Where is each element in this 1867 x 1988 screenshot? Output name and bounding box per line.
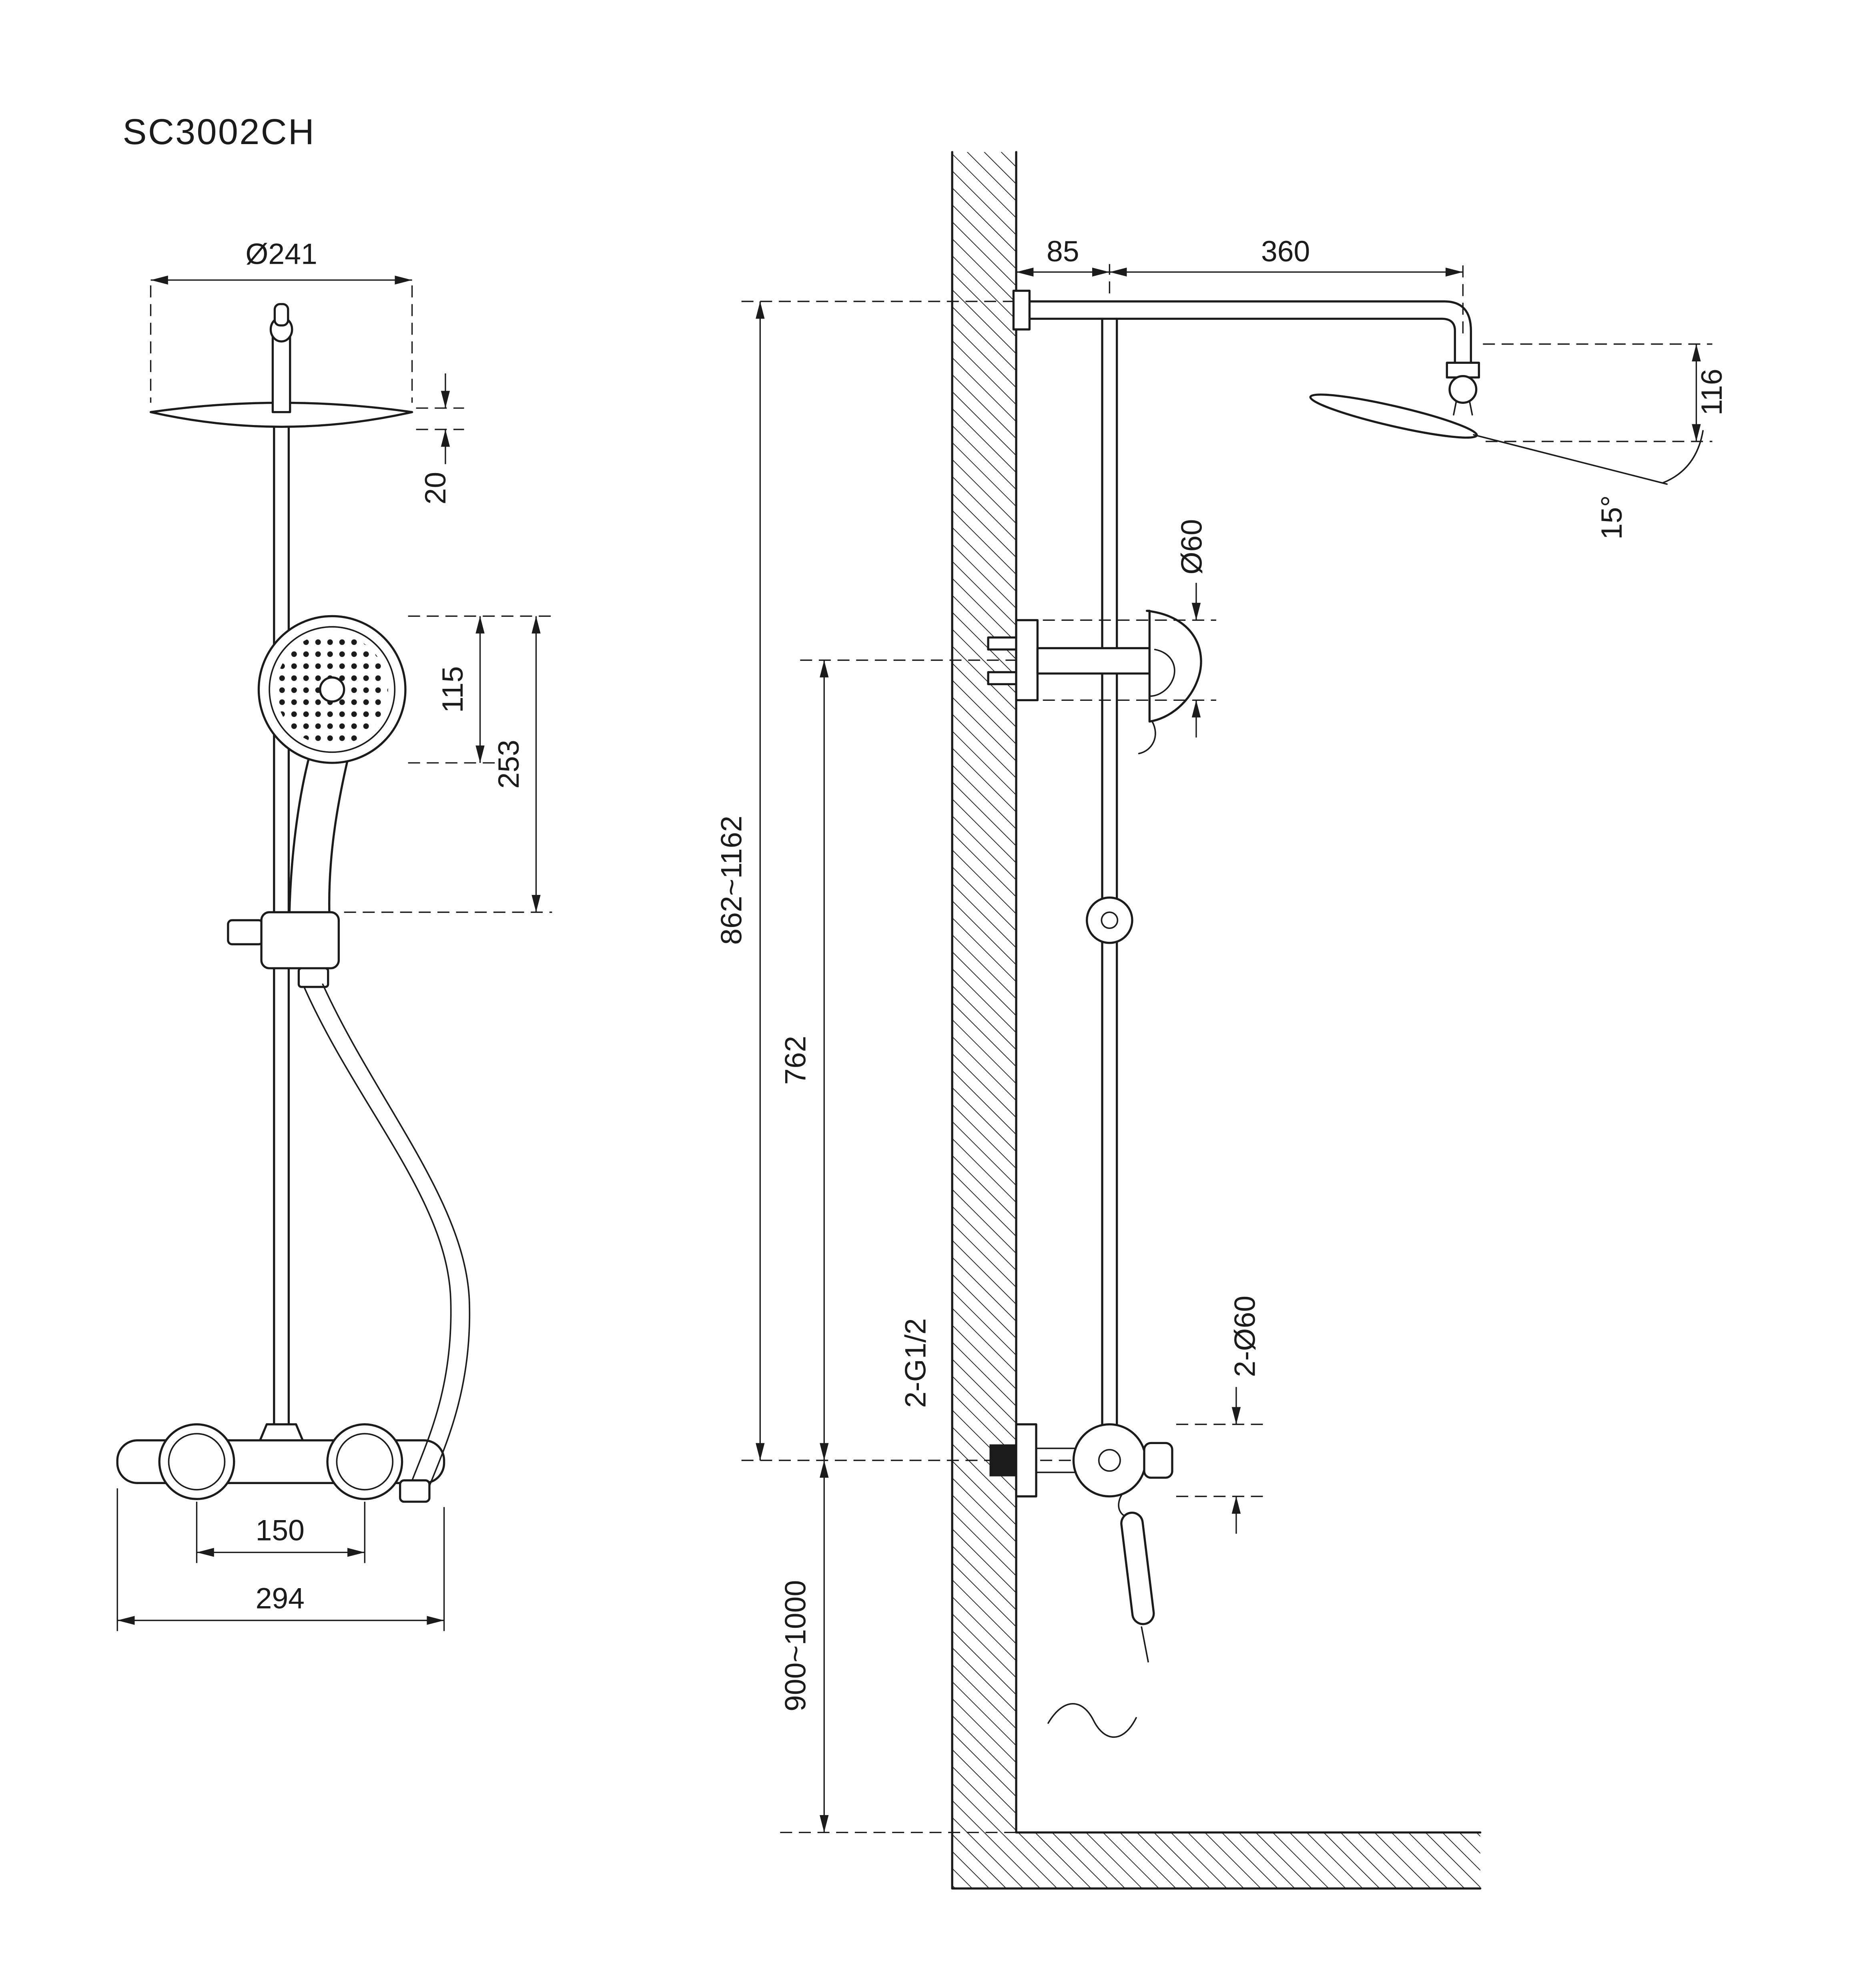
- dim-riser-height: 862~1162: [715, 301, 1074, 1461]
- wall-offset-label: 85: [1047, 235, 1079, 268]
- model-title: SC3002CH: [123, 112, 316, 152]
- side-view: 862~1162 762 900~1000 2-G1/2: [715, 151, 1728, 1890]
- dim-head-drop: 116: [1483, 343, 1728, 442]
- inlet-escutcheons-label: 2-Ø60: [1229, 1296, 1261, 1377]
- holder-screw-top: [987, 636, 1017, 651]
- slider-knob-side: [1086, 896, 1133, 944]
- front-view: Ø241 20 115 253 150 294: [116, 238, 552, 1631]
- arm-reach-label: 360: [1261, 235, 1310, 268]
- holder-hook: [1138, 720, 1156, 754]
- slider-holder-front: [227, 911, 340, 988]
- hand-shower-length-label: 253: [492, 740, 525, 788]
- dim-arm-reach: 360: [1109, 235, 1464, 334]
- inlet-thread-label: 2-G1/2: [899, 1318, 932, 1408]
- hand-shower-holder-side: [987, 610, 1202, 754]
- slider-knob-front: [227, 919, 264, 945]
- head-angle-label: 15°: [1595, 495, 1628, 540]
- mixer-handle-side: [1143, 1442, 1173, 1479]
- riser-pipe-side: [1101, 317, 1118, 1427]
- holder-escutcheon-label: Ø60: [1175, 519, 1208, 575]
- dim-mixer-width: 294: [116, 1488, 445, 1631]
- rain-head-front: [149, 401, 413, 428]
- angle-head: 15°: [1473, 430, 1704, 540]
- dim-wall-offset: 85: [1016, 235, 1111, 294]
- break-line: [1047, 1703, 1137, 1738]
- hand-shower-hanging-side: [1118, 1494, 1155, 1663]
- mixer-side: [989, 1423, 1173, 1498]
- head-thickness-label: 20: [419, 472, 452, 505]
- riser-height-label: 862~1162: [715, 816, 748, 945]
- hand-shower-handle-front: [288, 746, 352, 916]
- hose-elbow-front: [399, 1479, 431, 1503]
- riser-tee-fitting: [259, 1423, 304, 1442]
- dim-install-height: 900~1000: [779, 1460, 1017, 1834]
- arm-wall-flange: [1012, 289, 1031, 331]
- dim-holder-escutcheon: Ø60: [1043, 519, 1216, 738]
- head-drop-label: 116: [1695, 369, 1728, 415]
- inlet-escutcheon: [1015, 1423, 1037, 1498]
- mixer-width-label: 294: [256, 1582, 305, 1615]
- holder-arm: [1036, 647, 1151, 675]
- install-height-label: 900~1000: [779, 1580, 812, 1711]
- head-connector-side: [1446, 361, 1480, 416]
- hand-shower-hose-tip: [1141, 1626, 1149, 1663]
- dim-hand-shower-length: 253: [344, 616, 552, 913]
- dim-hand-shower-diameter: 115: [408, 615, 552, 764]
- wall-floor-edges: [951, 151, 1482, 1890]
- holder-escutcheon: [1015, 619, 1039, 702]
- holder-height-label: 762: [779, 1036, 812, 1085]
- dim-inlet-escutcheons: 2-Ø60: [1176, 1296, 1270, 1534]
- hand-shower-diameter-label: 115: [436, 666, 469, 713]
- dim-handle-spacing: 150: [196, 1501, 366, 1563]
- wall-section: [951, 151, 1482, 1890]
- mixer-valve-body-side: [1072, 1423, 1147, 1498]
- dim-holder-height: 762: [779, 659, 1017, 1460]
- handle-spacing-label: 150: [256, 1514, 305, 1547]
- dim-head-diameter: Ø241: [150, 238, 413, 403]
- hose-nut-front: [297, 967, 329, 988]
- mixer-handle-right: [326, 1423, 403, 1500]
- head-diameter-label: Ø241: [245, 238, 317, 271]
- mixer-handle-left: [158, 1423, 235, 1500]
- shower-arm-side: [1012, 289, 1472, 364]
- wall-supply-fitting: [989, 1444, 1017, 1476]
- mixer-front: [116, 1423, 445, 1500]
- hand-shower-front: [257, 615, 407, 764]
- head-connector-front: [269, 303, 293, 413]
- shower-hose-front: [303, 983, 471, 1503]
- dim-head-thickness: 20: [416, 373, 464, 504]
- holder-screw-bottom: [987, 671, 1017, 686]
- hand-shower-body-side: [1120, 1511, 1155, 1625]
